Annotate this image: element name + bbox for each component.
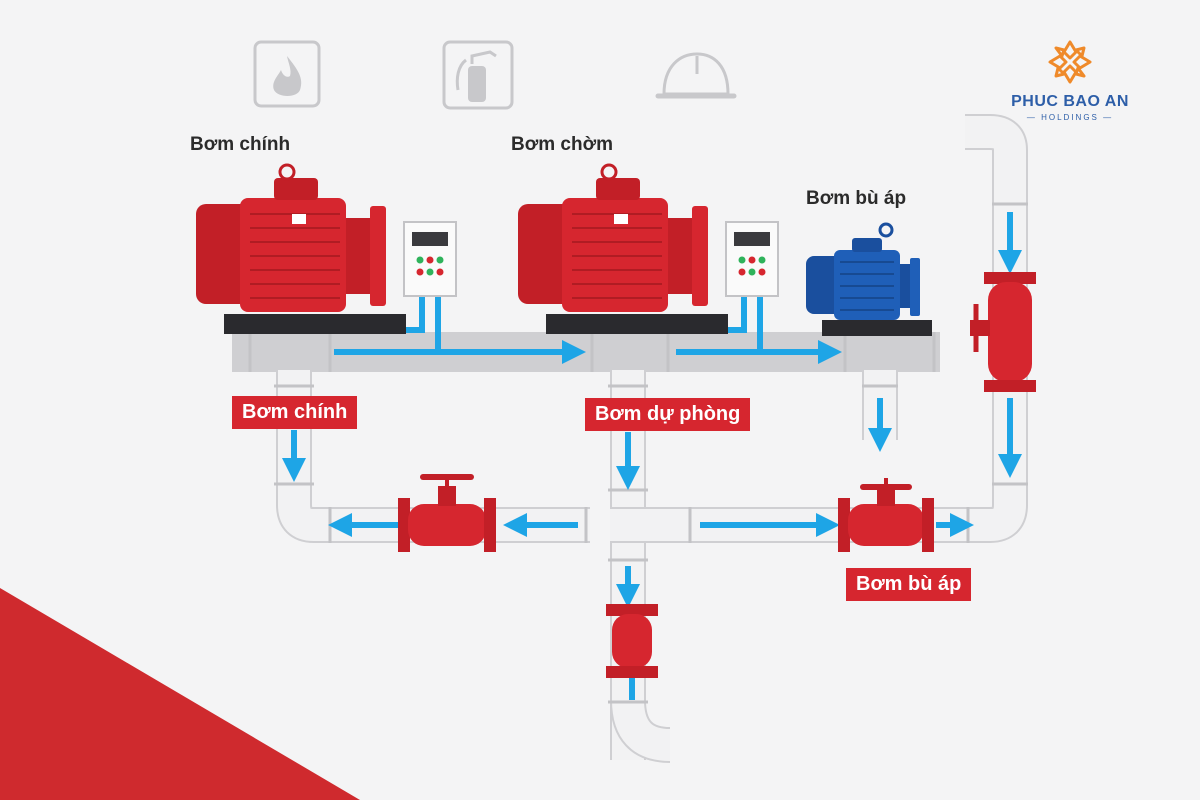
standby-pump-tag: Bơm dự phòng <box>585 398 751 431</box>
main-pump-tag: Bơm chính <box>232 396 358 429</box>
booster-pump-top-label: Bơm bù áp <box>806 188 907 209</box>
logo-brand-text: PHUC BAO AN <box>1011 93 1129 110</box>
check-valve-bottom <box>606 604 658 678</box>
gate-valve-right <box>838 478 934 552</box>
gate-valve-left <box>398 474 496 552</box>
check-valve-right-vertical <box>970 272 1036 392</box>
main-pump <box>196 163 406 334</box>
standby-pump <box>518 163 728 334</box>
standby-pump-control-panel <box>725 221 779 297</box>
company-logo: PHUC BAO AN — HOLDINGS — <box>1010 38 1130 122</box>
jockey-pump-top-label: Bơm chờm <box>511 134 613 155</box>
logo-mark-icon <box>1048 40 1092 84</box>
fire-extinguisher-icon <box>442 40 514 110</box>
safety-helmet-icon <box>655 52 737 99</box>
main-pump-control-panel <box>403 221 457 297</box>
logo-sub-text: — HOLDINGS — <box>1026 113 1114 122</box>
flow-arrows <box>282 212 1022 608</box>
corner-decoration <box>0 588 360 800</box>
main-pump-top-label: Bơm chính <box>190 134 291 155</box>
booster-pump <box>806 222 932 336</box>
booster-pump-tag: Bơm bù áp <box>846 568 972 601</box>
fire-icon <box>253 40 321 108</box>
